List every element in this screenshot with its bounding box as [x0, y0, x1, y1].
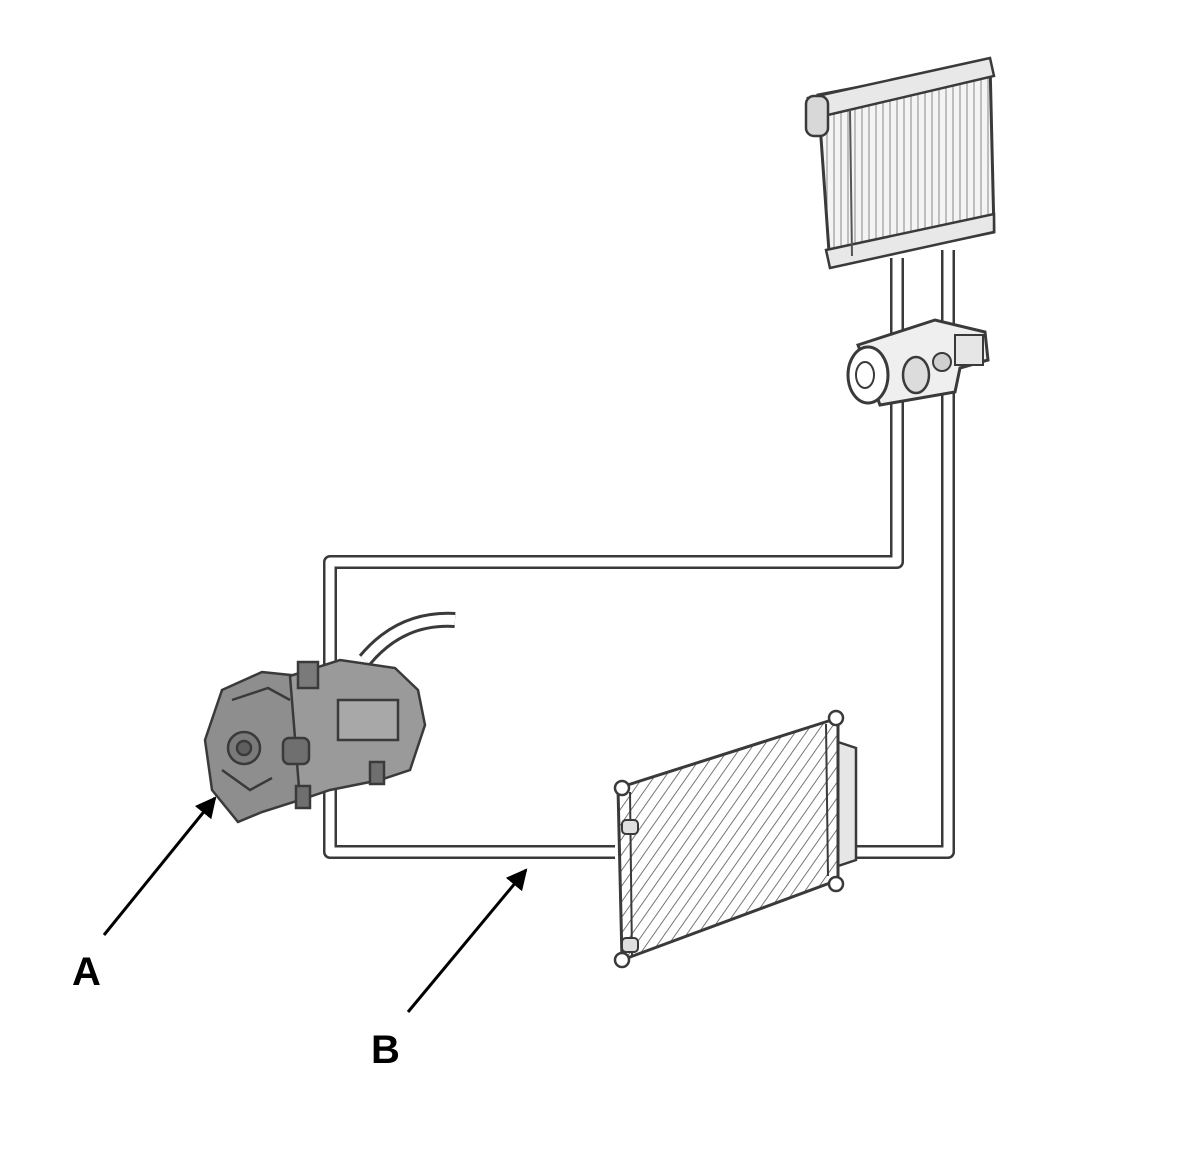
- expansion-valve: [846, 318, 990, 407]
- suction-line-inner: [325, 258, 902, 857]
- callout-label-b: B: [371, 1028, 400, 1072]
- leader-line-b: [406, 868, 528, 1013]
- callout-leaders: [102, 796, 528, 1013]
- callout-label-a: A: [72, 950, 101, 994]
- evaporator: [804, 56, 996, 270]
- compressor: [203, 658, 427, 824]
- condenser: [613, 709, 858, 969]
- leader-line-a: [102, 796, 217, 936]
- liquid-line-inner: [850, 250, 953, 857]
- refrigerant-pipes: [323, 250, 955, 859]
